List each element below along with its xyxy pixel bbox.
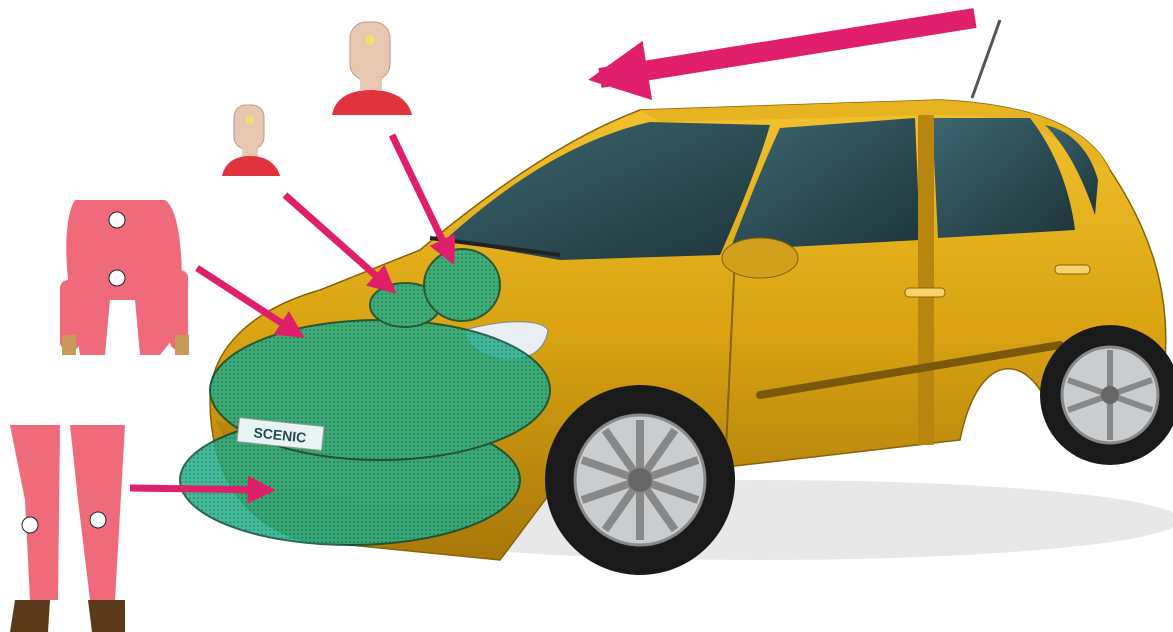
child-head-form xyxy=(222,105,280,176)
adult-head-form xyxy=(330,22,412,115)
upper-leg-form xyxy=(60,200,189,355)
arrow-child-head-impact xyxy=(285,195,392,290)
car-b-pillar xyxy=(918,115,934,445)
car-front-wheel xyxy=(545,385,735,575)
car-rear-door-handle xyxy=(1055,265,1090,274)
lower-leg-form xyxy=(10,425,125,632)
car-front-door-handle xyxy=(905,288,945,297)
arrow-adult-head-impact xyxy=(392,135,452,260)
arrow-lower-leg-impact xyxy=(130,488,270,490)
car-antenna xyxy=(972,20,1000,98)
arrow-vehicle-travel-direction xyxy=(600,18,975,78)
impact-zone-adult-head xyxy=(424,249,500,321)
car-side-mirror xyxy=(722,238,798,278)
car-windshield xyxy=(445,122,770,260)
